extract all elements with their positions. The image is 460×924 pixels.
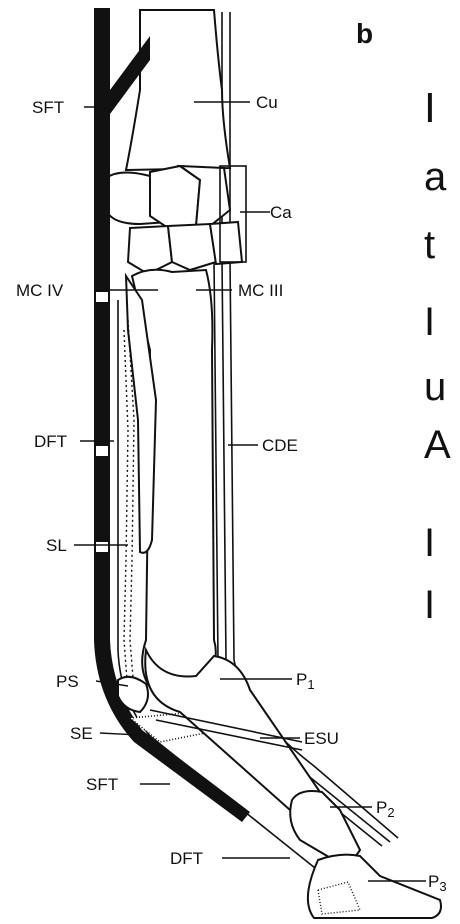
label-mc4: MC IV — [16, 281, 64, 300]
label-mc3: MC III — [238, 281, 283, 300]
label-dft-mid: DFT — [34, 432, 67, 451]
cropped-text-8: I — [424, 583, 435, 627]
label-sft-top: SFT — [32, 98, 64, 117]
label-p3: P3 — [428, 872, 447, 894]
label-p1: P1 — [296, 670, 315, 692]
label-dft-bottom: DFT — [170, 849, 203, 868]
carpal-bones — [106, 166, 246, 274]
label-se: SE — [70, 724, 93, 743]
radius-bone — [126, 10, 230, 170]
cropped-text-6: A — [424, 423, 451, 467]
label-p2: P2 — [376, 798, 395, 820]
label-sl: SL — [46, 536, 67, 555]
cropped-text-column: Ⅰ a t I u A I I — [424, 87, 451, 627]
label-ca: Ca — [270, 203, 292, 222]
label-cde: CDE — [262, 436, 298, 455]
label-esu: ESU — [304, 729, 339, 748]
cropped-text-4: I — [424, 300, 435, 344]
label-cu: Cu — [256, 93, 278, 112]
label-ps: PS — [56, 672, 79, 691]
anatomy-labels: SFT Cu Ca MC IV MC III DFT CDE SL PS P1 … — [16, 93, 447, 894]
cropped-text-7: I — [424, 521, 435, 565]
cropped-text-1: Ⅰ — [424, 87, 436, 131]
p2-bone — [290, 791, 360, 861]
panel-label: b — [356, 18, 373, 49]
cropped-text-5: u — [424, 365, 446, 409]
cropped-text-2: a — [424, 155, 447, 199]
cropped-text-3: t — [424, 223, 435, 267]
label-sft-bottom: SFT — [86, 775, 118, 794]
